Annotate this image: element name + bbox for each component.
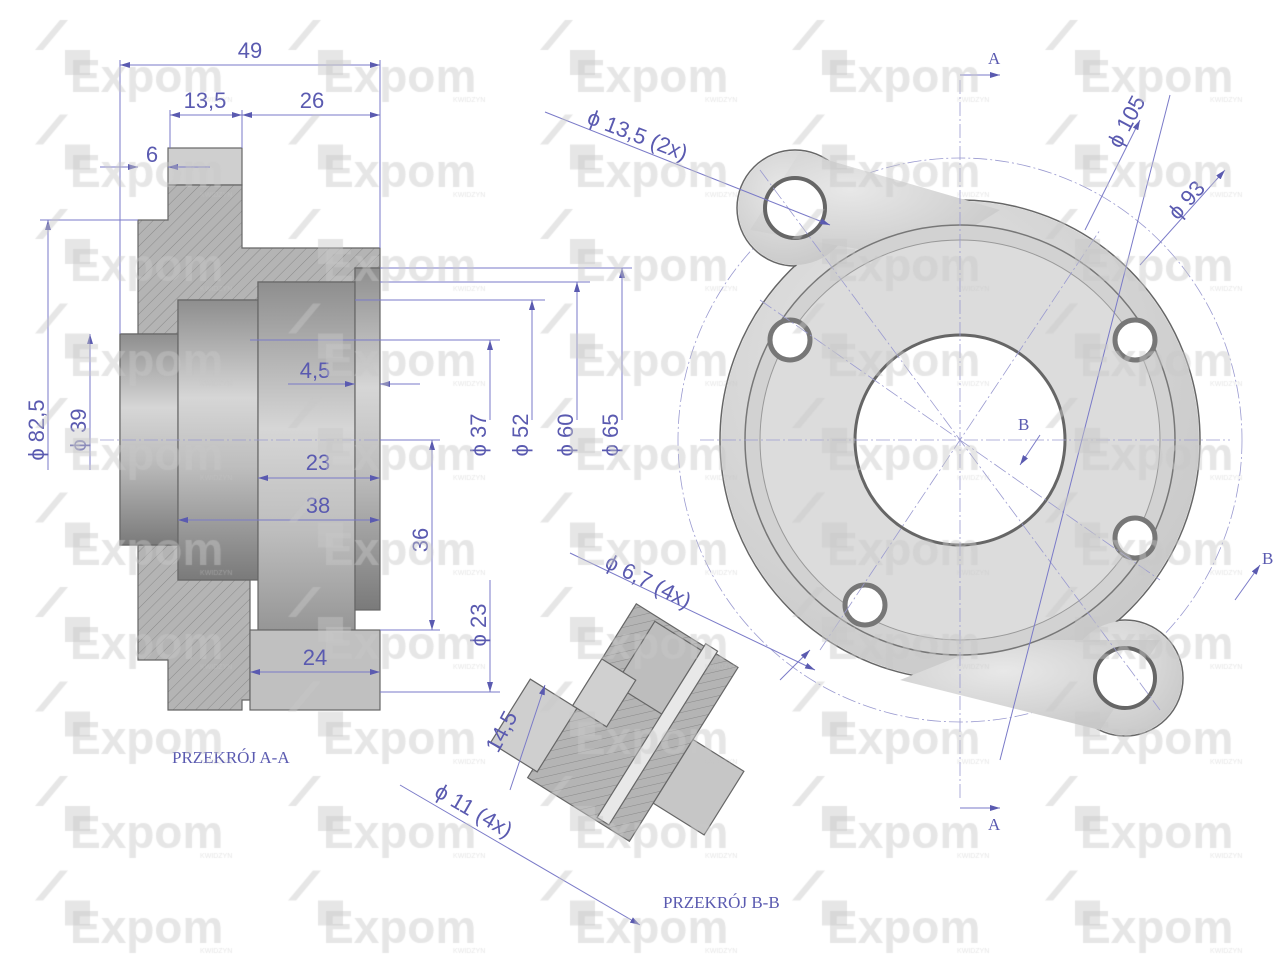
section-b-b: ϕ 6,7 (4x) 14,5 ϕ 11 (4x) PRZEKRÓJ B-B <box>399 549 816 926</box>
dim-phi-39: ϕ 39 <box>66 409 91 452</box>
dim-phi-37: ϕ 37 <box>466 414 491 457</box>
bore-39 <box>119 333 179 546</box>
dim-4-5: 4,5 <box>300 358 331 383</box>
section-a-caption: PRZEKRÓJ A-A <box>172 748 290 767</box>
mount-hole <box>1093 646 1157 710</box>
dim-49: 49 <box>238 38 262 63</box>
dim-24: 24 <box>303 645 327 670</box>
dim-23: 23 <box>306 450 330 475</box>
mount-hole <box>763 176 827 240</box>
lower-face <box>249 629 381 711</box>
dim-phi-13-5-2x: ϕ 13,5 (2x) <box>584 104 691 165</box>
section-a-a: 49 13,5 26 6 ϕ 82,5 ϕ 39 4,5 23 38 36 24… <box>24 38 632 767</box>
section-b-caption: PRZEKRÓJ B-B <box>663 893 780 912</box>
dim-26: 26 <box>300 88 324 113</box>
dim-phi-60: ϕ 60 <box>553 414 578 457</box>
dim-phi-105: ϕ 105 <box>1102 91 1150 151</box>
dim-phi-93: ϕ 93 <box>1163 176 1210 225</box>
dim-36: 36 <box>408 528 433 552</box>
cut-label-a-bottom: A <box>988 815 1001 834</box>
dim-13-5: 13,5 <box>184 88 227 113</box>
dim-phi-23: ϕ 23 <box>466 604 491 647</box>
bore-65 <box>354 267 381 611</box>
dim-6: 6 <box>146 142 158 167</box>
cut-label-a-top: A <box>988 49 1001 68</box>
dim-phi-65: ϕ 65 <box>598 414 623 457</box>
dim-phi-6-7-4x: ϕ 6,7 (4x) <box>601 549 695 614</box>
cut-label-b-left: B <box>1018 415 1029 434</box>
dim-38: 38 <box>306 493 330 518</box>
cut-label-b-right: B <box>1262 549 1273 568</box>
dim-phi-52: ϕ 52 <box>508 414 533 457</box>
dim-phi-82-5: ϕ 82,5 <box>24 399 49 460</box>
